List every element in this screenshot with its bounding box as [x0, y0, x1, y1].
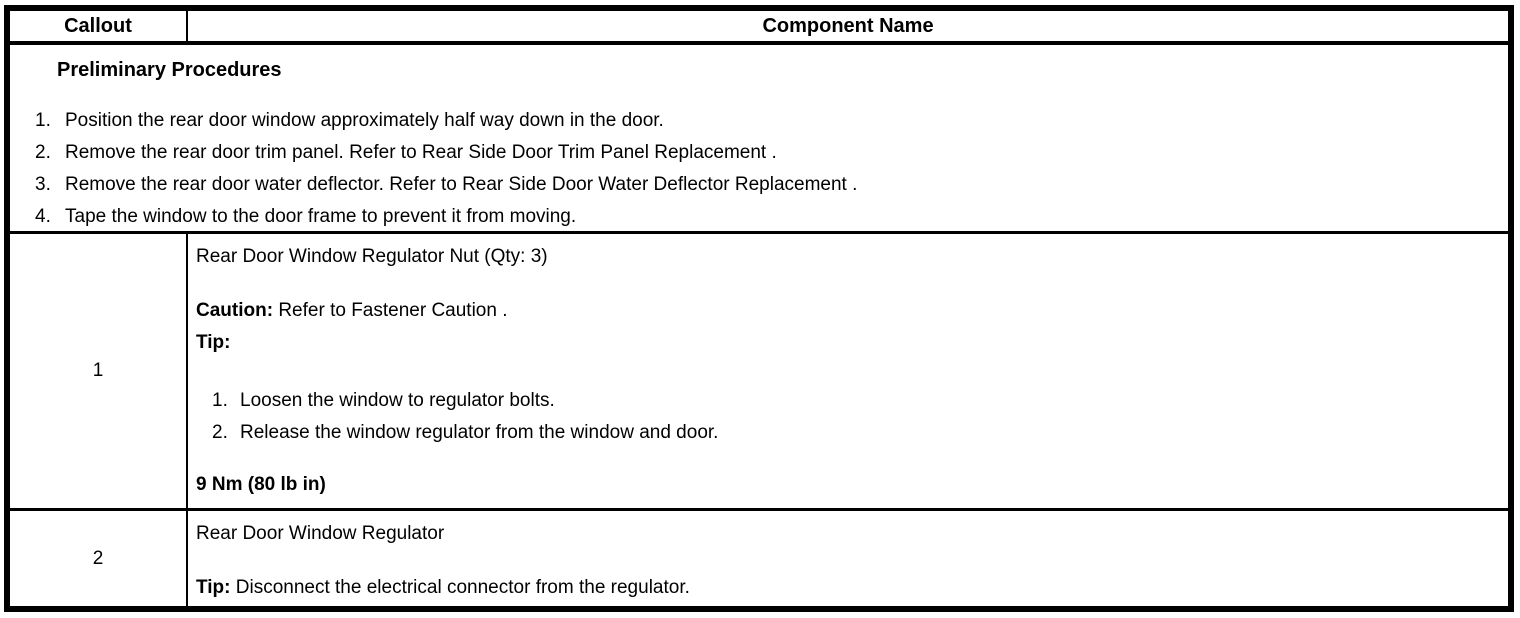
step-number: 4. [35, 206, 51, 227]
preliminary-step-2: 2. Remove the rear door trim panel. Refe… [35, 137, 1508, 169]
step-text: Release the window regulator from the wi… [240, 422, 719, 443]
step-text: Remove the rear door water deflector. Re… [65, 174, 858, 195]
step-number: 2. [35, 142, 51, 163]
step-number: 2. [212, 422, 228, 443]
table-row: 1 Rear Door Window Regulator Nut (Qty: 3… [10, 234, 1508, 511]
preliminary-steps-list: 1. Position the rear door window approxi… [10, 105, 1508, 231]
component-callout-table: Callout Component Name Preliminary Proce… [4, 5, 1514, 612]
component-detail-cell: Rear Door Window Regulator Nut (Qty: 3) … [188, 234, 1508, 508]
step-text: Tape the window to the door frame to pre… [65, 206, 577, 227]
caution-label: Caution: [196, 300, 274, 321]
callout-number-cell: 1 [10, 234, 188, 508]
step-number: 1. [35, 110, 51, 131]
tip-text: Disconnect the electrical connector from… [230, 577, 690, 598]
spacer [196, 273, 1496, 295]
component-name: Rear Door Window Regulator [196, 523, 445, 544]
step-number: 1. [212, 390, 228, 411]
tip-label: Tip: [196, 577, 231, 598]
preliminary-step-4: 4. Tape the window to the door frame to … [35, 201, 1508, 231]
component-name: Rear Door Window Regulator Nut (Qty: 3) [196, 246, 548, 267]
preliminary-procedures-title: Preliminary Procedures [57, 59, 282, 81]
torque-spec: 9 Nm (80 lb in) [196, 474, 326, 495]
table-header-row: Callout Component Name [10, 11, 1508, 45]
spacer [196, 449, 1496, 469]
tip-step-2: 2. Release the window regulator from the… [212, 417, 1496, 449]
tip-steps-list: 1. Loosen the window to regulator bolts.… [212, 385, 1496, 449]
caution-text: Refer to Fastener Caution . [273, 300, 508, 321]
preliminary-procedures-section: Preliminary Procedures 1. Position the r… [10, 45, 1508, 234]
tip-line: Tip: Disconnect the electrical connector… [196, 572, 1496, 604]
preliminary-step-3: 3. Remove the rear door water deflector.… [35, 169, 1508, 201]
callout-number-cell: 2 [10, 511, 188, 606]
callout-column-header: Callout [10, 11, 188, 41]
preliminary-step-1: 1. Position the rear door window approxi… [35, 105, 1508, 137]
component-name-column-header: Component Name [762, 14, 934, 37]
tip-label: Tip: [196, 332, 231, 353]
table-row: 2 Rear Door Window Regulator Tip: Discon… [10, 511, 1508, 606]
spacer [196, 359, 1496, 385]
step-text: Position the rear door window approximat… [65, 110, 664, 131]
step-number: 3. [35, 174, 51, 195]
spacer [196, 550, 1496, 572]
tip-step-1: 1. Loosen the window to regulator bolts. [212, 385, 1496, 417]
caution-line: Caution: Refer to Fastener Caution . [196, 295, 1496, 327]
component-detail-cell: Rear Door Window Regulator Tip: Disconne… [188, 511, 1508, 606]
step-text: Remove the rear door trim panel. Refer t… [65, 142, 777, 163]
step-text: Loosen the window to regulator bolts. [240, 390, 555, 411]
